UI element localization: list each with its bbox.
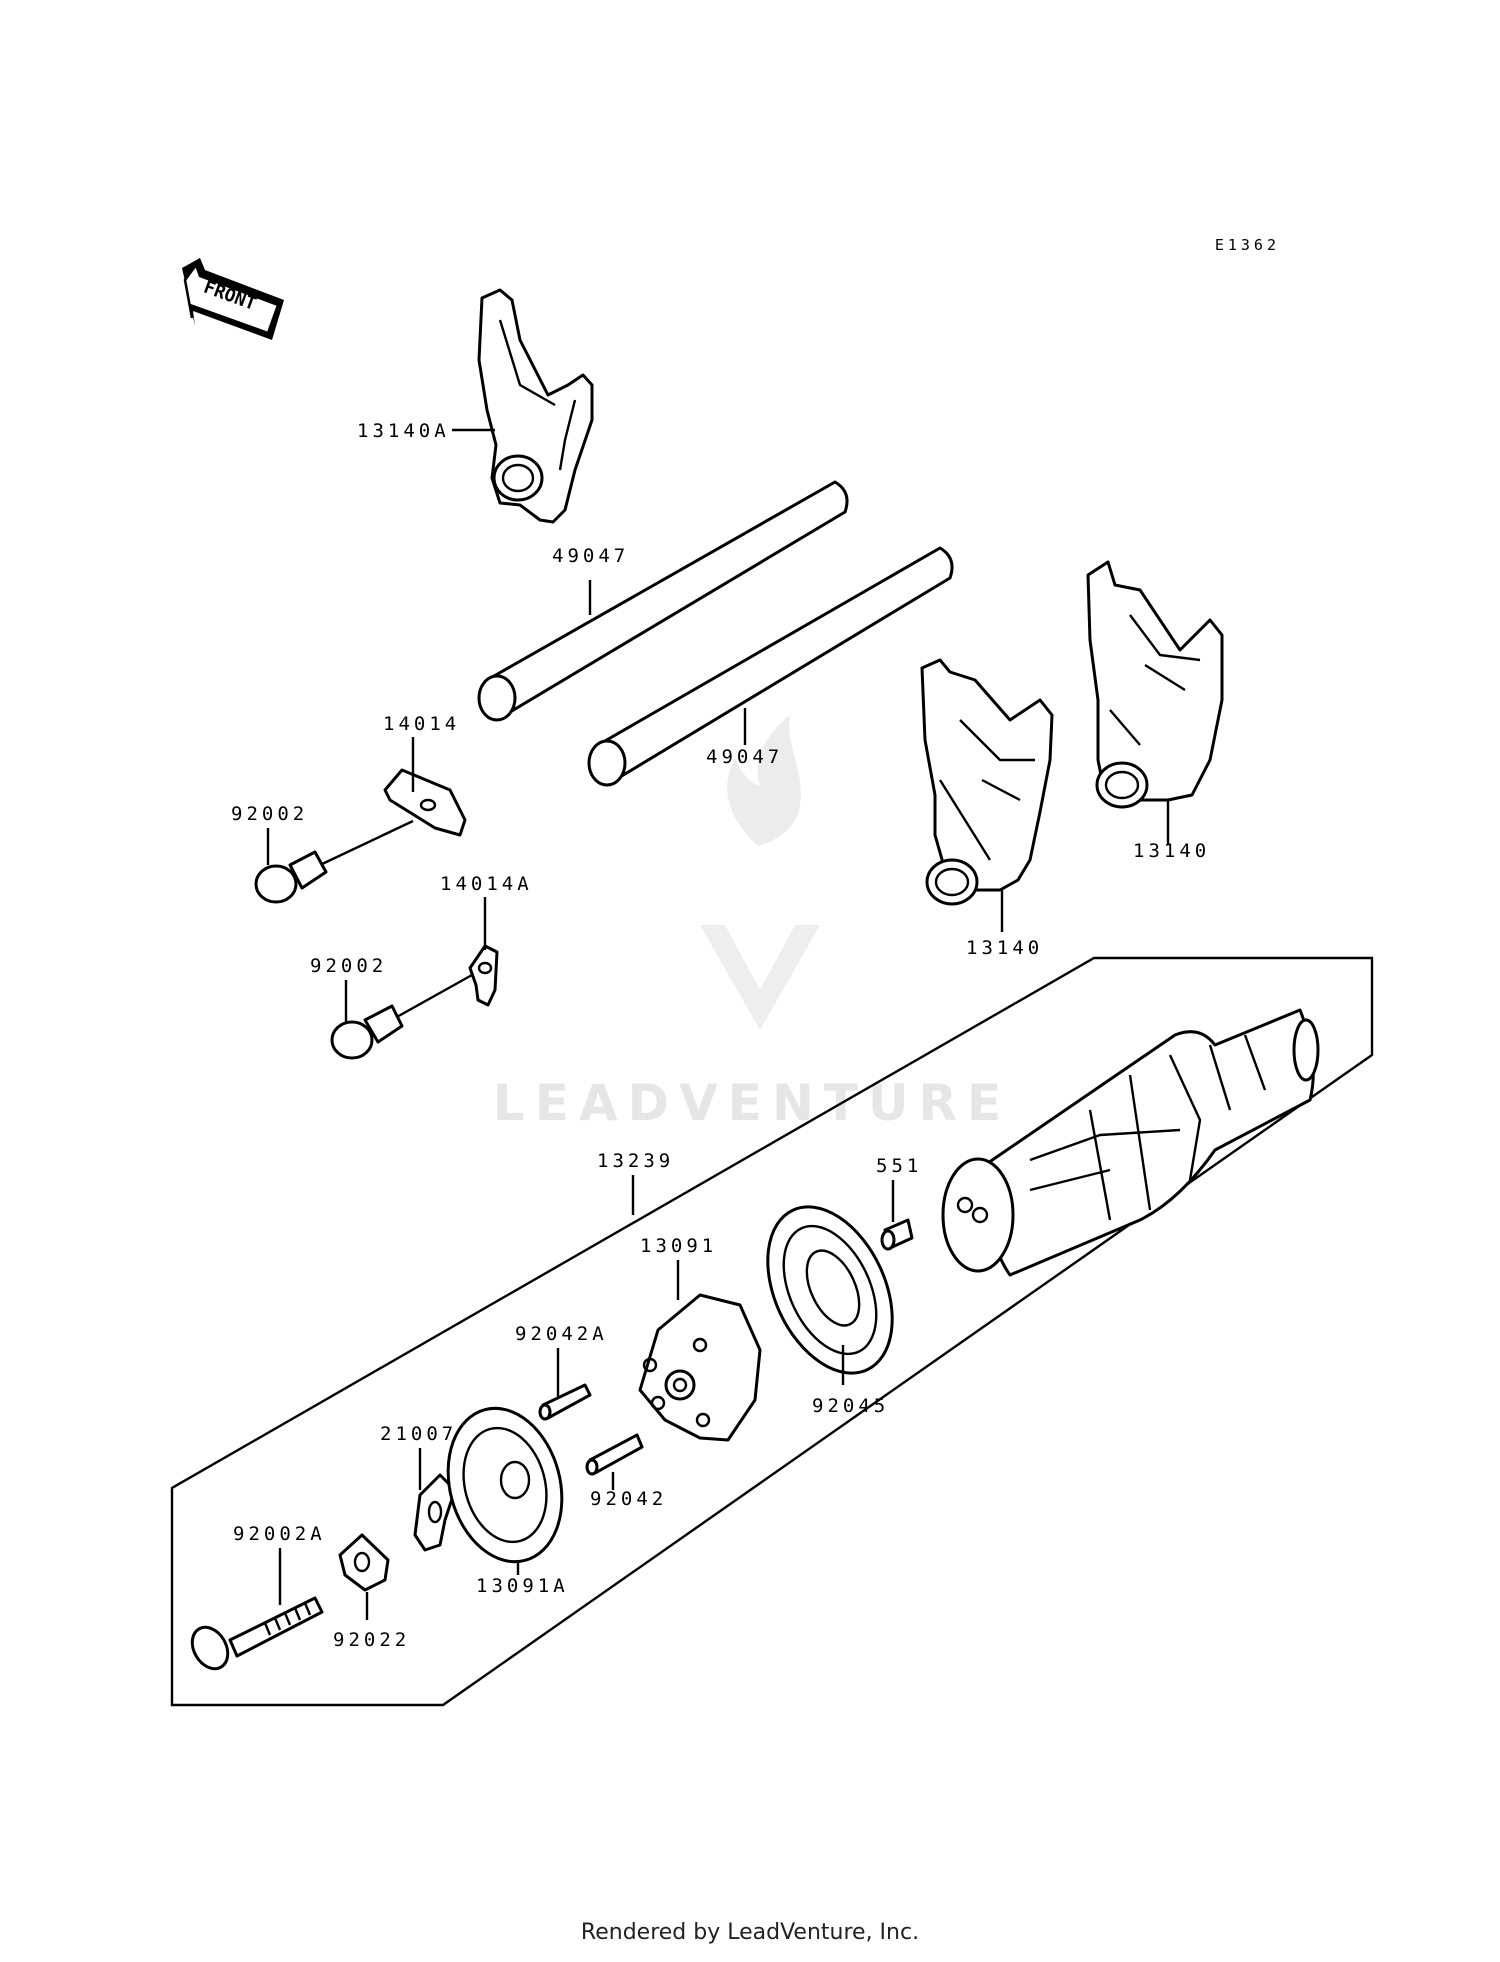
shift-fork-13140-left (920, 658, 1054, 906)
callout-551: 551 (876, 1155, 922, 1177)
callout-13140-right: 13140 (1133, 840, 1210, 862)
callout-92022: 92022 (333, 1629, 410, 1651)
callout-13140-left: 13140 (966, 937, 1043, 959)
bolt-92002-upper (254, 819, 414, 904)
bolt-92002A (190, 1596, 324, 1671)
callout-13091A: 13091A (476, 1575, 569, 1597)
diagram-code: E1362 (1215, 236, 1280, 254)
pin-551 (880, 1218, 914, 1251)
shift-rod-upper (477, 480, 849, 722)
shift-rod-lower (587, 546, 954, 787)
leader-lines (266, 428, 1170, 1620)
pin-92042 (585, 1433, 644, 1476)
callout-13091: 13091 (640, 1235, 717, 1257)
front-arrow-icon: FRONT (182, 258, 284, 340)
stopper-plate-14014 (383, 768, 467, 837)
callout-14014A: 14014A (440, 873, 533, 895)
shift-fork-13140A (477, 288, 594, 524)
callout-49047-upper: 49047 (552, 545, 629, 567)
pin-92042A (538, 1383, 592, 1421)
washer-92022 (338, 1533, 390, 1592)
callout-21007: 21007 (380, 1423, 457, 1445)
callout-49047-lower: 49047 (706, 746, 783, 768)
shift-drum (941, 1008, 1320, 1277)
callout-13239: 13239 (597, 1150, 674, 1172)
plate-21007 (413, 1473, 457, 1552)
stopper-plate-14014A (468, 944, 499, 1007)
shift-fork-13140-right (1086, 560, 1224, 809)
watermark: LEADVENTURE (493, 715, 1011, 1132)
cam-plate-13091A (446, 1406, 564, 1564)
drum-assembly-outline (170, 956, 1374, 1707)
bolt-92002-lower (330, 973, 473, 1060)
footer-credit: Rendered by LeadVenture, Inc. (580, 1920, 920, 1945)
callout-92045: 92045 (812, 1395, 889, 1417)
cam-13091 (638, 1293, 762, 1442)
callout-13140A: 13140A (357, 420, 450, 442)
callout-92042: 92042 (590, 1488, 667, 1510)
callout-92002-lower: 92002 (310, 955, 387, 977)
callout-92002A: 92002A (233, 1523, 326, 1545)
callout-92002-upper: 92002 (231, 803, 308, 825)
callout-14014: 14014 (383, 713, 460, 735)
callout-labels: 13140A 49047 49047 14014 92002 14014A 92… (231, 420, 1210, 1651)
callout-92042A: 92042A (515, 1323, 608, 1345)
watermark-text: LEADVENTURE (493, 1074, 1011, 1132)
bearing-92045 (766, 1205, 894, 1375)
